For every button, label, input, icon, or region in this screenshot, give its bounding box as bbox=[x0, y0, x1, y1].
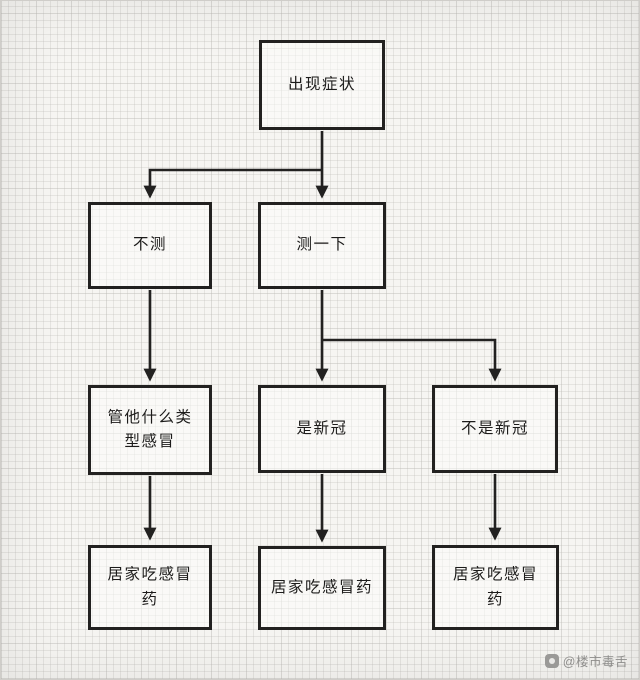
node-dont-test: 不测 bbox=[88, 202, 212, 289]
node-label: 管他什么类型感冒 bbox=[107, 408, 193, 450]
node-label: 是新冠 bbox=[296, 419, 348, 437]
node-stay-home-take-medicine-3: 居家吃感冒药 bbox=[432, 545, 559, 630]
watermark: @楼市毒舌 bbox=[544, 651, 628, 670]
watermark-logo-icon bbox=[544, 653, 559, 668]
node-label: 不是新冠 bbox=[460, 419, 529, 437]
node-label: 不测 bbox=[132, 236, 167, 254]
node-label: 居家吃感冒药 bbox=[452, 566, 538, 608]
node-label: 测一下 bbox=[296, 236, 348, 254]
node-stay-home-take-medicine-2: 居家吃感冒药 bbox=[258, 546, 386, 630]
node-take-test: 测一下 bbox=[258, 202, 386, 289]
node-whatever-type-cold: 管他什么类型感冒 bbox=[88, 385, 212, 475]
node-symptoms-appear: 出现症状 bbox=[259, 40, 385, 130]
watermark-handle: @楼市毒舌 bbox=[562, 655, 628, 669]
node-label: 居家吃感冒药 bbox=[271, 578, 374, 596]
node-label: 出现症状 bbox=[287, 75, 356, 93]
node-stay-home-take-medicine-1: 居家吃感冒药 bbox=[88, 545, 212, 630]
node-is-covid: 是新冠 bbox=[258, 385, 386, 473]
node-label: 居家吃感冒药 bbox=[107, 566, 193, 608]
node-not-covid: 不是新冠 bbox=[432, 385, 558, 473]
